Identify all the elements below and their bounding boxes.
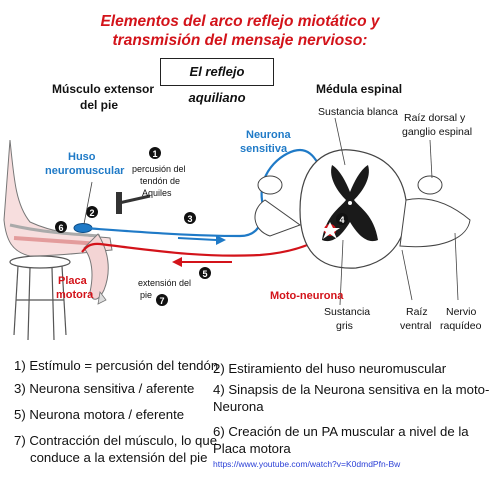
- legend-item-2: 2) Estiramiento del huso neuromuscular: [213, 361, 447, 376]
- step-marker-7: 7: [156, 294, 168, 306]
- label-grey-matter-line-2: gris: [336, 320, 353, 332]
- legend-item-5: 5) Neurona motora / eferente: [14, 407, 185, 422]
- svg-text:7: 7: [159, 296, 164, 306]
- label-motor-plate-line-1: Placa: [58, 275, 87, 287]
- svg-text:1: 1: [152, 149, 157, 159]
- label-ventral-root-line-1: Raíz: [406, 306, 428, 318]
- svg-text:4: 4: [339, 215, 344, 225]
- label-motor-plate-line-2: motora: [56, 289, 94, 301]
- label-spindle-line-1: Huso: [68, 151, 96, 163]
- legend-item-4-line-1: 4) Sinapsis de la Neurona sensitiva en l…: [213, 382, 489, 397]
- sensory-direction-arrow: [177, 235, 226, 245]
- svg-text:2: 2: [89, 208, 94, 218]
- label-dorsal-root-line-1: Raíz dorsal y: [404, 112, 466, 124]
- motor-neuron-path: [81, 232, 331, 257]
- label-extension-line-2: pie: [140, 290, 153, 300]
- legend-item-4-line-2: Neurona: [213, 399, 264, 414]
- label-sensory-line-2: sensitiva: [240, 143, 288, 155]
- subtitle-box: El reflejo aquiliano: [160, 58, 274, 105]
- step-marker-4: 4: [336, 213, 348, 225]
- step-marker-5: 5: [199, 267, 211, 279]
- label-muscle-line-2: del pie: [80, 98, 119, 112]
- label-percussion-line-2: tendón de: [140, 176, 181, 186]
- lower-leg: [3, 139, 113, 305]
- title-line-1: Elementos del arco reflejo miotático y: [100, 13, 380, 30]
- label-spinal-cord: Médula espinal: [316, 82, 403, 96]
- label-sensory-line-1: Neurona: [246, 129, 291, 141]
- legend-item-1: 1) Estímulo = percusión del tendón: [14, 358, 219, 373]
- label-dorsal-root-line-2: ganglio espinal: [402, 126, 473, 138]
- label-percussion-line-3: Aquiles: [142, 188, 172, 198]
- svg-text:3: 3: [187, 214, 192, 224]
- title-line-2: transmisión del mensaje nervioso:: [112, 32, 368, 49]
- label-white-matter: Sustancia blanca: [318, 106, 398, 118]
- svg-text:5: 5: [202, 269, 207, 279]
- label-grey-matter-line-1: Sustancia: [324, 306, 371, 318]
- label-moto-neuron: Moto-neurona: [270, 290, 344, 302]
- motor-direction-arrow: [172, 257, 232, 267]
- legend-item-7-line-1: 7) Contracción del músculo, lo que: [14, 433, 218, 448]
- label-muscle-line-1: Músculo extensor: [52, 82, 155, 96]
- label-ventral-root-line-2: ventral: [400, 320, 432, 332]
- label-percussion-line-1: percusión del: [132, 164, 186, 174]
- svg-text:6: 6: [58, 223, 63, 233]
- step-marker-3: 3: [184, 212, 196, 224]
- label-spinal-nerve-line-2: raquídeo: [440, 320, 482, 332]
- step-marker-2: 2: [86, 206, 98, 218]
- step-marker-1: 1: [149, 147, 161, 159]
- label-spindle-line-2: neuromuscular: [45, 165, 125, 177]
- legend-item-7-line-2: conduce a la extensión del pie: [30, 450, 208, 465]
- label-extension-line-1: extensión del: [138, 278, 192, 288]
- legend-item-3: 3) Neurona sensitiva / aferente: [14, 381, 195, 396]
- step-marker-6: 6: [55, 221, 67, 233]
- spinal-cord-section: [254, 149, 471, 269]
- stool: [9, 255, 71, 341]
- label-spinal-nerve-line-1: Nervio: [446, 306, 477, 318]
- reflex-hammer: [116, 192, 151, 214]
- source-url-link[interactable]: https://www.youtube.com/watch?v=K0dmdPfn…: [213, 459, 401, 469]
- legend-item-6-line-2: Placa motora: [213, 441, 291, 456]
- legend-item-6-line-1: 6) Creación de un PA muscular a nivel de…: [213, 424, 469, 439]
- leader-lines: [83, 117, 459, 306]
